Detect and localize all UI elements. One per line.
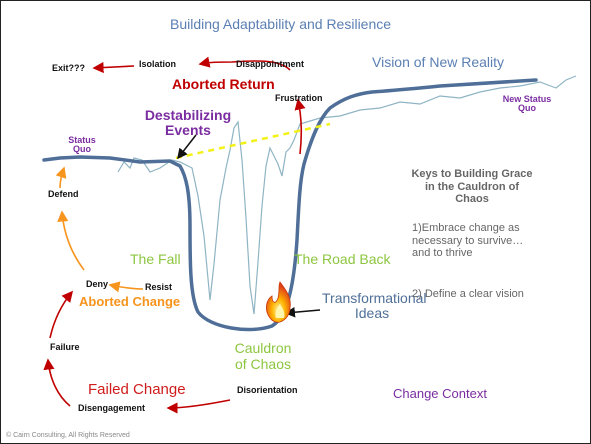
resist-to-deny-arrow [108,281,144,293]
transformational-ideas-arrow [284,306,321,318]
destabilizing-events-label: Destabilizing Events [144,107,232,138]
disappointment-to-isolation-arrow [198,56,291,71]
defend-label: Defend [48,189,79,199]
context-line [117,75,577,315]
resist-label: Resist [145,282,173,292]
destabilizing-dashed-line [175,122,331,160]
aborted-change-label: Aborted Change [79,294,181,309]
exit-label: Exit??? [52,63,85,73]
copyright-footer: © Cairn Consulting, All Rights Reserved [6,432,130,439]
failure-label: Failure [50,342,80,352]
cauldron-of-chaos-label: Cauldron of Chaos [234,340,292,373]
disengagement-label: Disengagement [78,403,146,413]
deny-to-defend-arrow [57,210,85,271]
the-fall-label: The Fall [130,251,181,267]
vision-label: Vision of New Reality [372,54,505,70]
keys-heading: Keys to Building Grace in the Cauldron o… [411,168,533,206]
status-quo-label: Status Quo [68,135,96,155]
change-context-label: Change Context [393,386,487,401]
isolation-to-exit-arrow [92,61,135,74]
failed-change-label: Failed Change [88,381,186,398]
failure-to-deny-arrow [49,290,74,339]
aborted-return-label: Aborted Return [172,76,275,92]
main-change-path [42,78,538,332]
fire-icon [266,281,291,323]
frustration-arrow [294,98,306,155]
disappointment-label: Disappointment [236,59,305,69]
disorientation-label: Disorientation [237,385,298,395]
frustration-label: Frustration [275,93,323,103]
keys-point-1: 1)Embrace change as necessary to survive… [412,222,524,260]
isolation-label: Isolation [139,59,177,69]
transformational-ideas-label: Transformational Ideas [322,290,427,321]
keys-point-2: 2) Define a clear vision [412,288,524,300]
disengagement-to-failure-arrow [43,358,71,407]
slide-title: Building Adaptability and Resilience [170,16,392,32]
new-status-quo-label: New Status Quo [502,94,552,114]
disorientation-to-disengagement-arrow [166,399,231,414]
deny-label: Deny [86,279,109,289]
the-road-back-label: The Road Back [294,251,391,267]
defend-to-status-quo-arrow [55,166,67,189]
destabilizing-arrow [177,134,197,160]
